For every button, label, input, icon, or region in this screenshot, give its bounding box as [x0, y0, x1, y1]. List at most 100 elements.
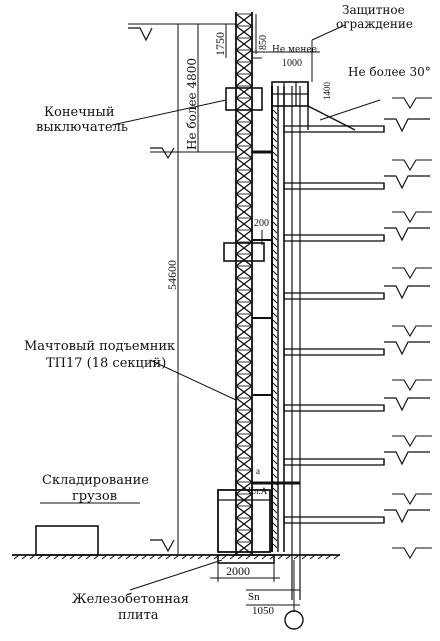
hatch-dash	[272, 109, 278, 115]
mast-lift-leader	[149, 359, 237, 401]
elevation-mark	[150, 539, 175, 553]
level-mark	[392, 379, 432, 392]
hatch-dash	[272, 319, 278, 325]
hatch-dash	[272, 249, 278, 255]
hatch-dash	[272, 368, 278, 374]
limit-switch-line1: Конечный	[44, 105, 115, 120]
lattice-diagonal	[235, 73, 253, 87]
lattice-diagonal	[235, 457, 253, 471]
hatch-dash	[272, 473, 278, 479]
lattice-diagonal	[235, 505, 253, 519]
mast-lift-line2: ТП17 (18 секций)	[46, 356, 166, 371]
hatch-dash	[272, 431, 278, 437]
hatch-dash	[272, 207, 278, 213]
axis-marker	[284, 610, 304, 630]
fence-label-line2: ограждение	[336, 17, 413, 31]
limit-switch-line2: выключатель	[36, 120, 128, 135]
mast-lift-line1: Мачтовый подъемник	[24, 339, 175, 354]
lattice-diagonal	[235, 421, 253, 435]
hatch-dash	[272, 424, 278, 430]
ground-hatch-line	[317, 554, 324, 560]
hatch-dash	[272, 123, 278, 129]
ground-hatch-line	[309, 554, 316, 560]
lattice-diagonal	[235, 301, 253, 315]
ground-hatch-line	[277, 554, 284, 560]
storage-line1: Складирование	[42, 473, 149, 488]
lattice-diagonal	[235, 253, 253, 267]
storage-line2: грузов	[72, 489, 117, 504]
dim-850: 850	[258, 35, 269, 50]
ground-hatch-line	[101, 554, 108, 560]
mark-kl-a: Кл.А	[248, 486, 268, 496]
ground-hatch-line	[229, 554, 236, 560]
angle-label: Не более 30°	[348, 65, 431, 79]
ground-hatch-line	[253, 554, 260, 560]
hatch-dash	[272, 277, 278, 283]
hatch-dash	[272, 522, 278, 528]
hatch-dash	[272, 508, 278, 514]
hatch-dash	[272, 270, 278, 276]
wall-hatch	[272, 109, 278, 549]
floor-slab	[283, 125, 385, 133]
dim-1000: 1000	[282, 58, 302, 69]
fence-label-line1: Защитное	[342, 3, 405, 17]
ground-hatch-line	[213, 554, 220, 560]
ground-hatch-line	[301, 554, 308, 560]
hatch-dash	[272, 221, 278, 227]
dim-sn: Sn	[248, 591, 260, 603]
lattice-diagonal	[235, 385, 253, 399]
ground-hatch-line	[189, 554, 196, 560]
level-mark	[392, 159, 432, 172]
lattice-diagonal	[235, 481, 253, 495]
hatch-dash	[272, 536, 278, 542]
dim-2000: 2000	[226, 564, 250, 578]
ground-hatch-line	[245, 554, 252, 560]
limit-switch-leader	[111, 99, 227, 126]
hatch-dash	[272, 515, 278, 521]
lattice-diagonal	[235, 241, 253, 255]
hatch-dash	[272, 466, 278, 472]
hatch-dash	[272, 340, 278, 346]
hatch-dash	[272, 291, 278, 297]
hatch-dash	[272, 326, 278, 332]
floor-slab	[283, 182, 385, 190]
level-mark	[384, 118, 430, 133]
fence-arm	[307, 105, 356, 131]
floor-slab	[283, 292, 385, 300]
lattice-diagonal	[235, 433, 253, 447]
angle-leader	[319, 99, 381, 121]
lattice-diagonal	[235, 289, 253, 303]
hatch-dash	[272, 396, 278, 402]
lattice-diagonal	[235, 169, 253, 183]
ground-hatch-line	[221, 554, 228, 560]
lattice-diagonal	[235, 229, 253, 243]
slab-line2: плита	[118, 608, 159, 623]
lattice-diagonal	[235, 13, 253, 27]
hatch-dash	[272, 298, 278, 304]
lift-cab-top	[225, 87, 263, 111]
hatch-dash	[272, 228, 278, 234]
ground-hatch-line	[133, 554, 140, 560]
ground-hatch-line	[293, 554, 300, 560]
ground-hatch-line	[181, 554, 188, 560]
hatch-dash	[272, 256, 278, 262]
hatch-dash	[272, 354, 278, 360]
level-mark	[392, 325, 432, 338]
slab-line1: Железобетонная	[72, 592, 189, 607]
ground-hatch-line	[125, 554, 132, 560]
level-mark	[384, 285, 430, 300]
floor-slab	[283, 348, 385, 356]
dim-200: 200	[254, 218, 269, 229]
lattice-diagonal	[235, 133, 253, 147]
left-dimensions	[111, 14, 320, 556]
ground-hatch-line	[205, 554, 212, 560]
lattice-diagonal	[235, 361, 253, 375]
ground-hatch-line	[29, 554, 36, 560]
dim-1050: 1050	[252, 605, 275, 617]
protective-fence	[271, 24, 381, 131]
hatch-dash	[272, 186, 278, 192]
level-mark	[384, 227, 430, 242]
lattice-diagonal	[235, 37, 253, 51]
ground-hatch-line	[141, 554, 148, 560]
